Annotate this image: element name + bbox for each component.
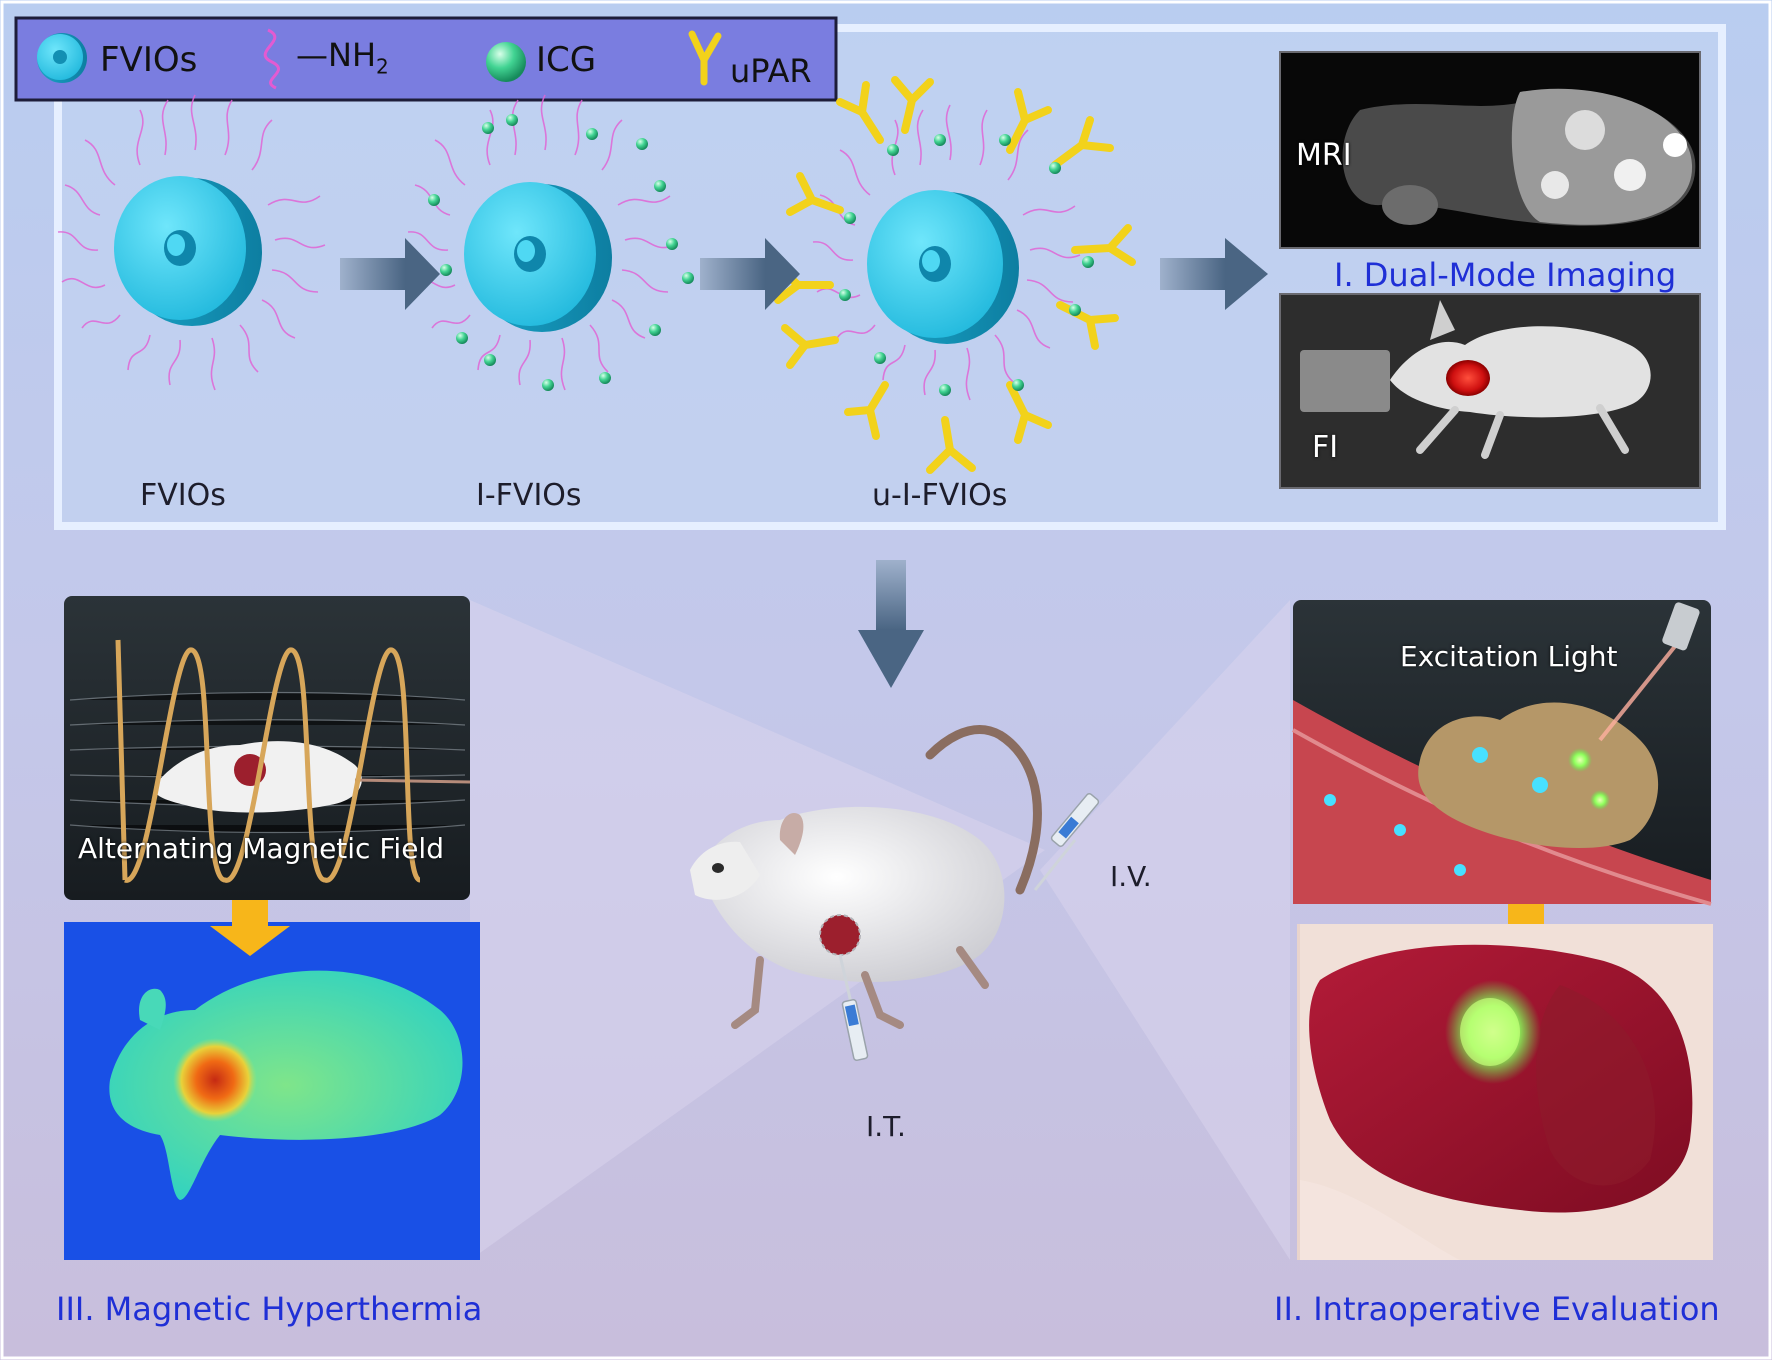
dual-mode-imaging-title: I. Dual-Mode Imaging	[1334, 256, 1677, 294]
iv-label: I.V.	[1110, 860, 1152, 893]
light-wedge-right	[1040, 600, 1290, 1260]
particle-label-i-fvios: I-FVIOs	[476, 478, 582, 513]
orange-arrow-left	[210, 900, 290, 956]
it-label: I.T.	[866, 1110, 906, 1143]
legend-label-nh2: —NH2	[296, 36, 389, 78]
mri-label: MRI	[1296, 138, 1352, 173]
center-mouse	[690, 725, 1100, 1061]
arrow-to-imaging	[1160, 238, 1268, 310]
particle-i-fvios	[407, 94, 694, 391]
particle-label-u-i-fvios: u-I-FVIOs	[872, 478, 1008, 513]
amine-chains	[57, 94, 326, 391]
particle-u-i-fvios	[774, 76, 1136, 474]
arrow-down-to-mouse	[858, 560, 924, 688]
mri-image	[1279, 51, 1701, 249]
legend-label-fvios: FVIOs	[100, 40, 198, 80]
legend-box	[14, 16, 838, 102]
excitation-light-label: Excitation Light	[1400, 640, 1618, 673]
arrow-fvios-to-i-fvios	[340, 238, 440, 310]
nh2-subscript: 2	[376, 54, 389, 79]
particle-label-fvios: FVIOs	[140, 478, 226, 513]
particle-fvios	[57, 94, 326, 391]
fi-label: FI	[1312, 430, 1339, 465]
syringe-iv-icon	[1033, 792, 1100, 891]
legend-label-icg: ICG	[536, 40, 597, 80]
alternating-field-label: Alternating Magnetic Field	[78, 832, 444, 865]
magnetic-coil-panel	[64, 596, 471, 900]
nh2-text: —NH	[296, 36, 376, 74]
arrow-i-fvios-to-u-i-fvios	[700, 238, 800, 310]
amine-chain-icon	[263, 28, 280, 90]
magnetic-hyperthermia-title: III. Magnetic Hyperthermia	[56, 1290, 483, 1328]
excitation-panel	[1292, 600, 1712, 906]
upar-antibody-icon	[688, 30, 722, 86]
icg-sphere-icon	[486, 42, 526, 82]
nanoparticle-ring-icon	[37, 33, 87, 83]
thermal-image	[64, 922, 480, 1260]
surgery-photo	[1297, 924, 1713, 1260]
fluorescence-image	[1279, 293, 1701, 489]
legend-label-upar: uPAR	[730, 52, 812, 90]
icg-dots	[428, 114, 694, 391]
syringe-it-icon	[838, 954, 869, 1061]
intraoperative-evaluation-title: II. Intraoperative Evaluation	[1274, 1290, 1720, 1328]
